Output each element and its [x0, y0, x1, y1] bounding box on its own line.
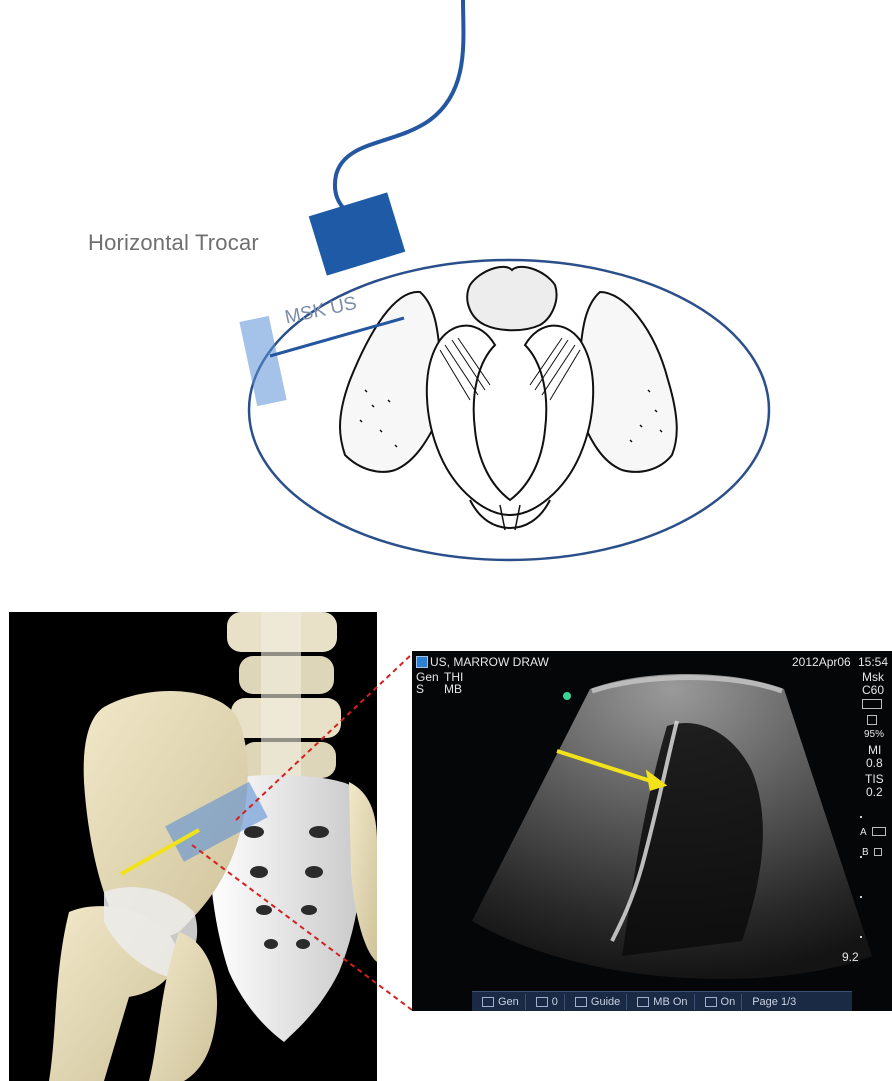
anatomy-render-panel [9, 612, 377, 1081]
battery-icon [862, 699, 882, 709]
preset: Msk [862, 671, 884, 683]
marker-b: B [862, 847, 869, 859]
toggle-icon [705, 997, 717, 1007]
ultrasound-screen: US, MARROW DRAW 2012Apr06 15:54 Gen THI … [412, 651, 892, 1011]
us-logo-icon [416, 656, 428, 668]
msk-us-transducer [239, 316, 286, 406]
guide-icon [575, 997, 587, 1007]
depth-value: 9.2 [842, 951, 859, 963]
probe-cable [335, 0, 464, 212]
save-icon [867, 715, 877, 725]
mb-icon [637, 997, 649, 1007]
mi-label: MI [868, 744, 881, 756]
zero-control[interactable]: 0 [532, 994, 565, 1010]
schematic-diagram [0, 0, 892, 600]
on-control[interactable]: On [701, 994, 743, 1010]
ultrasound-probe [309, 192, 406, 275]
anatomy-illustration [9, 612, 377, 1081]
guide-control[interactable]: Guide [571, 994, 627, 1010]
probe-icon [482, 997, 494, 1007]
exam-date: 2012Apr06 [792, 656, 851, 668]
mb-on-control[interactable]: MB On [633, 994, 694, 1010]
focus-icon [536, 997, 548, 1007]
gain-percent: 95% [864, 729, 884, 741]
ultrasound-image [412, 651, 892, 1011]
exam-title: US, MARROW DRAW [430, 656, 549, 668]
tis-value: 0.2 [866, 786, 883, 798]
tis-label: TIS [865, 773, 884, 785]
marker-b-icon [874, 848, 882, 856]
exam-time: 15:54 [858, 656, 888, 668]
probe-model: C60 [862, 684, 884, 696]
horizontal-trocar-label: Horizontal Trocar [88, 230, 259, 256]
right-ilium [349, 782, 377, 962]
control-bar: Gen 0 Guide MB On On Page 1/3 [472, 991, 852, 1011]
mode-s: S [416, 683, 424, 695]
page-indicator[interactable]: Page 1/3 [748, 994, 802, 1010]
mi-value: 0.8 [866, 757, 883, 769]
gen-control[interactable]: Gen [478, 994, 526, 1010]
mode-mb: MB [444, 683, 462, 695]
pelvis-illustration [340, 267, 677, 530]
marker-a-icon [872, 827, 886, 836]
marker-a: A [860, 827, 867, 839]
orientation-dot [563, 692, 571, 700]
